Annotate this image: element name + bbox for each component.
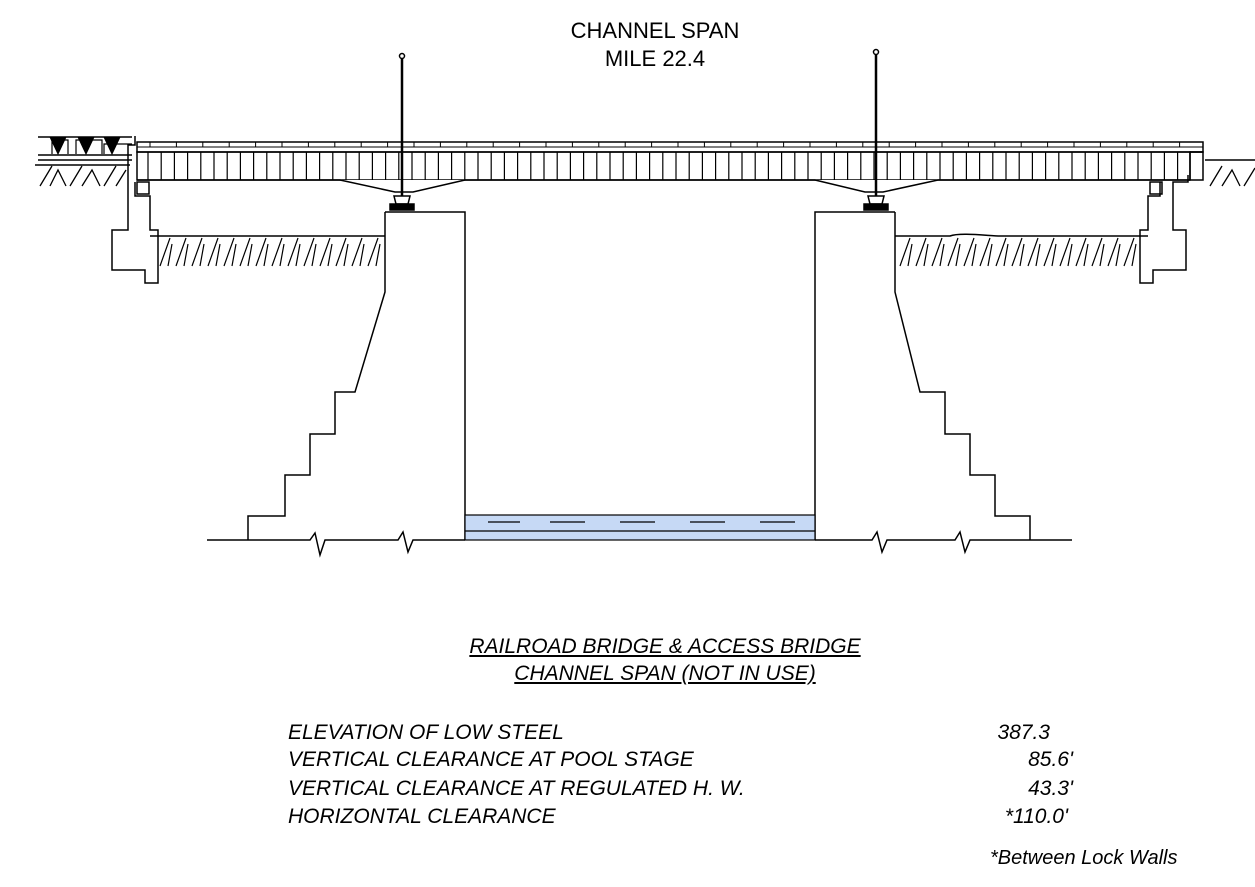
approach-rail-cars — [38, 136, 132, 161]
bridge-masts — [398, 48, 880, 196]
clearance-label: VERTICAL CLEARANCE AT REGULATED H. W. — [288, 777, 745, 800]
left-pier — [247, 211, 466, 540]
deck-rail-ticks — [149, 142, 1181, 147]
drawing-subtitle-mile: MILE 22.4 — [604, 46, 706, 71]
clearance-value: *110.0' — [1004, 805, 1068, 828]
deck-stiffeners — [147, 152, 1179, 180]
ground-hatch-right-bank — [1205, 159, 1255, 187]
ground-hatch-left-bank — [35, 164, 130, 187]
right-abutment — [1139, 175, 1189, 284]
pier-bearings — [389, 195, 889, 211]
left-abutment — [111, 136, 159, 284]
clearance-label: HORIZONTAL CLEARANCE — [288, 805, 556, 828]
clearance-value: 387.3 — [997, 721, 1050, 744]
drawing-title: CHANNEL SPAN — [570, 18, 740, 43]
clearance-value: 43.3' — [1028, 777, 1073, 800]
ground-line — [207, 530, 1072, 558]
embankment-right — [895, 233, 1148, 267]
caption-line-1: RAILROAD BRIDGE & ACCESS BRIDGE — [469, 635, 861, 658]
footnote: *Between Lock Walls — [990, 847, 1178, 869]
channel-water — [464, 514, 816, 541]
clearance-label: ELEVATION OF LOW STEEL — [288, 721, 564, 744]
clearance-label: VERTICAL CLEARANCE AT POOL STAGE — [288, 748, 694, 771]
caption-line-2: CHANNEL SPAN (NOT IN USE) — [514, 662, 816, 685]
clearance-value: 85.6' — [1028, 748, 1073, 771]
right-pier — [814, 211, 1031, 540]
girder-haunches — [137, 179, 1190, 193]
embankment-left — [150, 235, 385, 267]
bridge-deck — [136, 141, 1204, 181]
